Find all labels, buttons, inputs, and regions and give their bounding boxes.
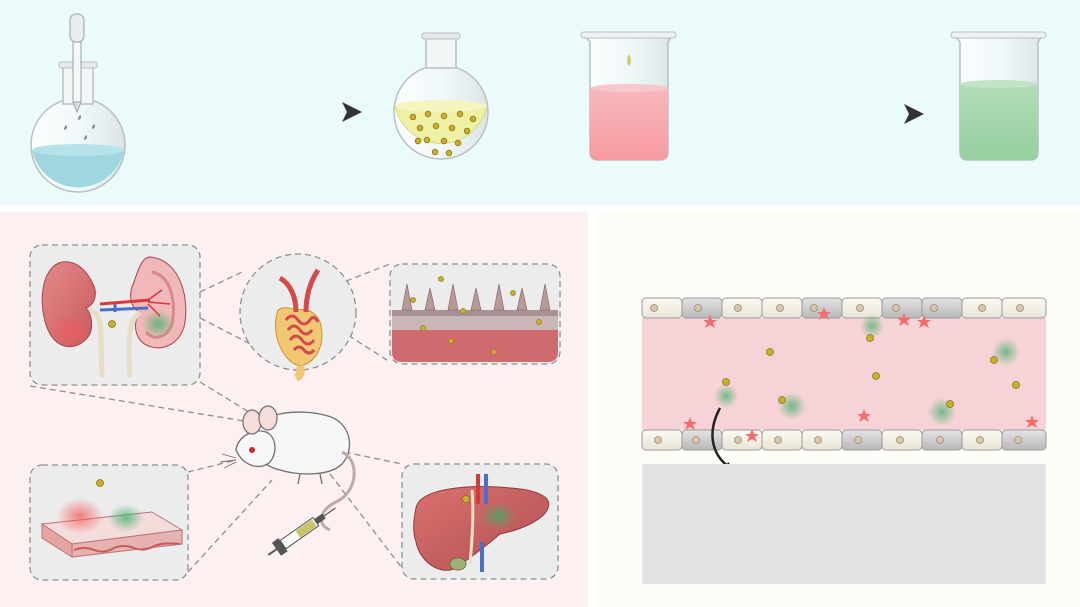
arrow-right-1 <box>150 102 362 122</box>
biodistribution-panel <box>0 212 588 607</box>
vessel-lumen <box>642 318 1046 430</box>
mouse-illustration <box>219 405 356 532</box>
endothelium-bottom <box>641 429 1047 451</box>
vessel-panel <box>596 212 1080 607</box>
tubule-inset <box>389 263 561 365</box>
beaker-red-solution <box>580 31 677 161</box>
glomerulus-inset <box>239 253 357 382</box>
green-glows <box>714 314 1020 426</box>
biodistribution-diagram <box>0 212 588 607</box>
syringe-illustration <box>267 507 336 556</box>
beaker-green-solution <box>950 31 1047 161</box>
endothelium-top <box>641 297 1047 319</box>
synthesis-panel <box>0 0 1080 205</box>
skin-tissue-inset <box>29 464 189 581</box>
top-panel-background <box>0 0 1080 205</box>
nanoparticles <box>722 334 1020 408</box>
liver-inset <box>401 463 559 580</box>
arrow-right-2 <box>714 104 924 124</box>
kidney-inset <box>29 244 201 386</box>
flask-with-pipette <box>30 13 126 193</box>
tissue-region <box>642 464 1046 584</box>
vessel-diagram <box>596 212 1080 607</box>
flask-with-nanoparticles <box>393 32 489 160</box>
synthesis-diagram <box>0 0 1080 205</box>
